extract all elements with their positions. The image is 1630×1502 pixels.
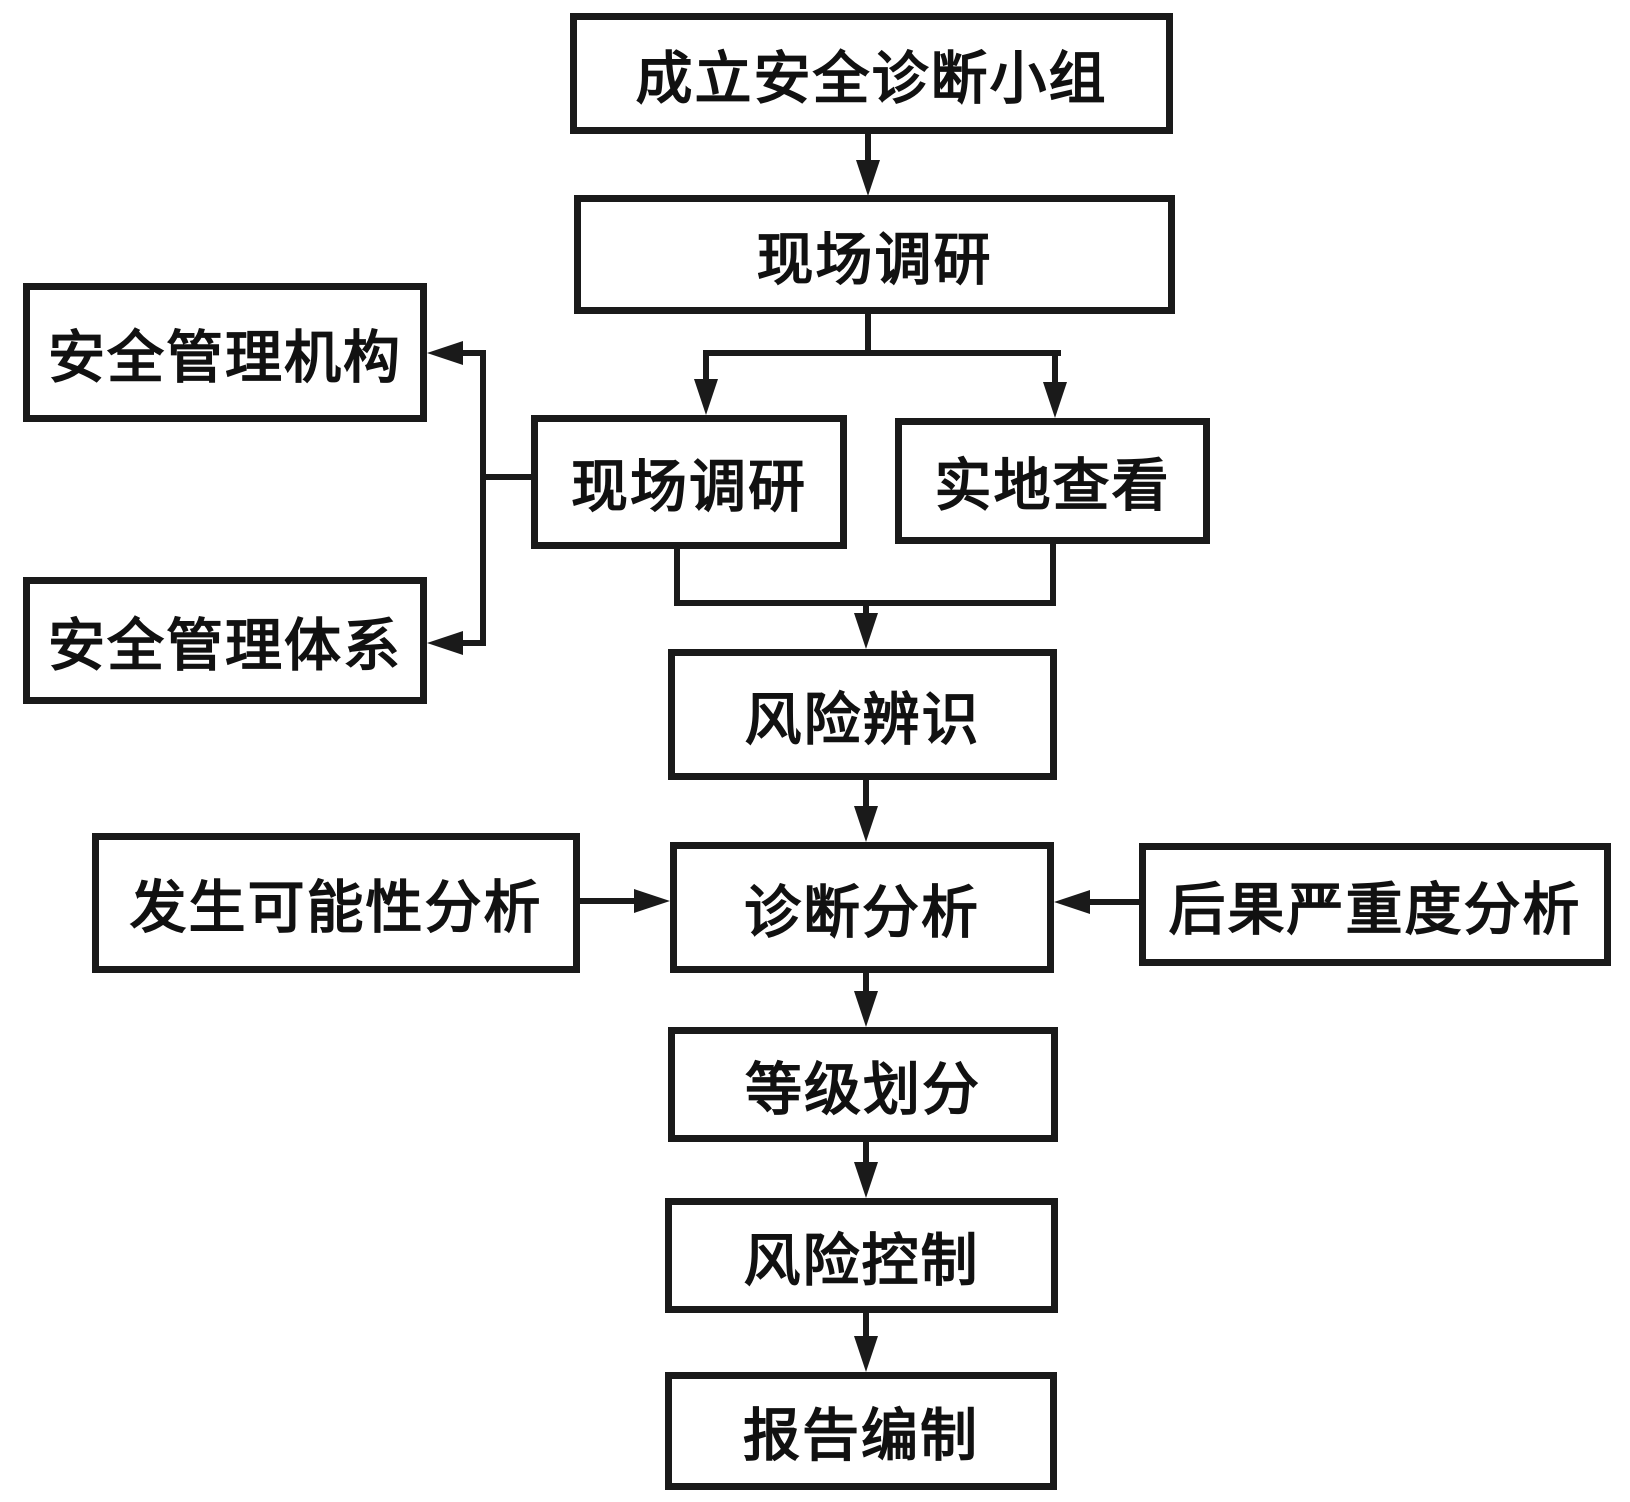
node-establish-team: 成立安全诊断小组 [570, 13, 1173, 134]
node-safety-org: 安全管理机构 [23, 283, 427, 422]
arrow-to-field-inspection-head-icon [1043, 382, 1067, 418]
arrow-diagnosis-to-grade-head-icon [854, 991, 878, 1027]
arrow-to-field-inspection-shaft [1052, 350, 1058, 386]
node-risk-identification: 风险辨识 [668, 649, 1057, 780]
node-severity-analysis: 后果严重度分析 [1139, 843, 1611, 966]
connector-branch-down-stub [674, 549, 680, 606]
arrow-to-safety-org-shaft [455, 350, 486, 356]
arrow-control-to-report-head-icon [854, 1336, 878, 1372]
arrow-to-survey-branch-shaft [703, 350, 709, 384]
node-grade-classification: 等级划分 [668, 1027, 1058, 1142]
arrow-team-to-survey-head-icon [856, 160, 880, 196]
arrow-grade-to-control-head-icon [854, 1162, 878, 1198]
node-safety-system: 安全管理体系 [23, 577, 427, 704]
arrow-severity-to-diagnosis-shaft [1088, 899, 1139, 905]
arrow-riskid-to-diagnosis-shaft [863, 780, 869, 810]
arrow-riskid-to-diagnosis-head-icon [854, 806, 878, 842]
arrow-likelihood-to-diagnosis-head-icon [634, 889, 670, 913]
arrow-likelihood-to-diagnosis-shaft [580, 898, 638, 904]
arrow-to-risk-identification-head-icon [854, 613, 878, 649]
node-report-compilation: 报告编制 [665, 1372, 1057, 1490]
arrow-diagnosis-to-grade-shaft [863, 973, 869, 995]
arrow-team-to-survey-shaft [865, 133, 871, 165]
arrow-to-safety-system-head-icon [427, 631, 463, 655]
connector-field-down-stub [1050, 543, 1056, 606]
arrow-to-survey-branch-head-icon [694, 379, 718, 415]
node-risk-control: 风险控制 [665, 1198, 1058, 1313]
arrow-severity-to-diagnosis-head-icon [1054, 890, 1090, 914]
arrow-control-to-report-shaft [863, 1312, 869, 1340]
connector-left-vertical [480, 350, 486, 646]
connector-split-line [703, 350, 1061, 356]
node-field-inspection: 实地查看 [895, 418, 1210, 544]
arrow-to-safety-system-shaft [455, 640, 486, 646]
arrow-grade-to-control-shaft [863, 1142, 869, 1166]
connector-branch-to-left [480, 474, 534, 480]
node-likelihood-analysis: 发生可能性分析 [92, 833, 580, 973]
connector-survey-down-stub [865, 313, 871, 356]
arrow-to-safety-org-head-icon [427, 341, 463, 365]
node-site-survey-branch: 现场调研 [531, 415, 847, 549]
arrow-to-risk-identification-shaft [863, 600, 869, 618]
node-site-survey: 现场调研 [574, 195, 1175, 314]
node-diagnosis-analysis: 诊断分析 [670, 842, 1054, 973]
